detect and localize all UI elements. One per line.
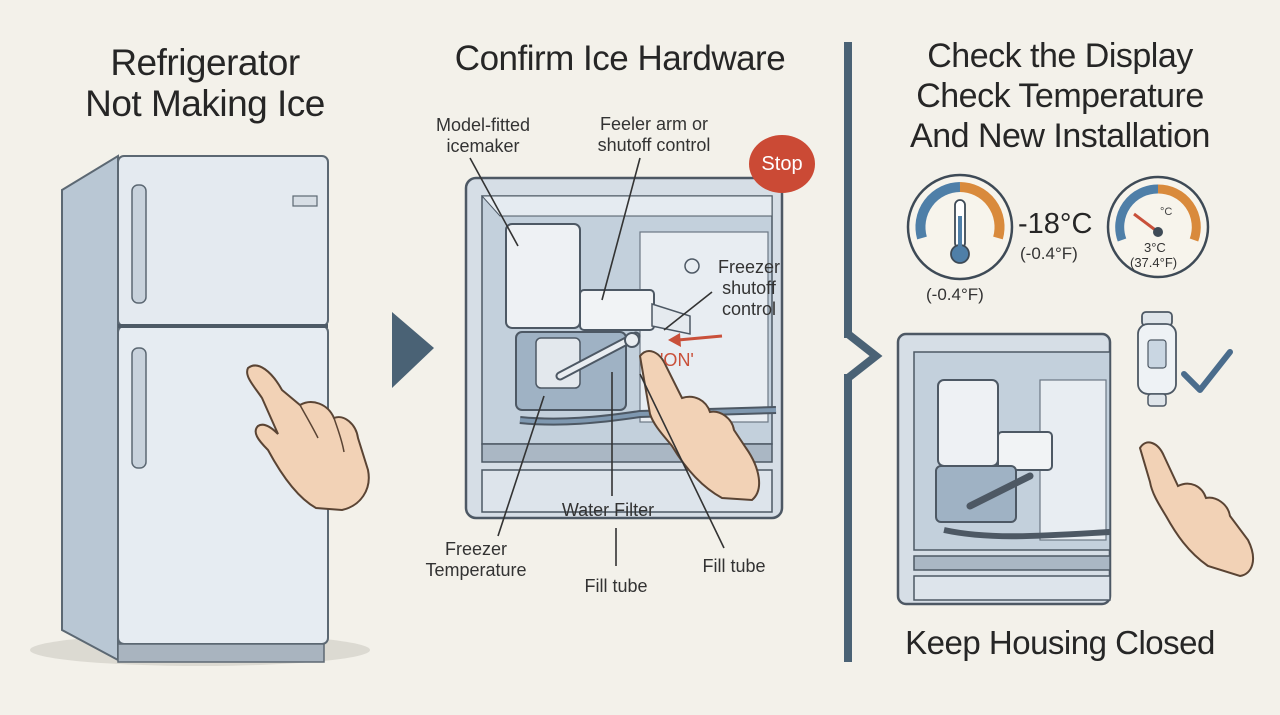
stop-badge: Stop — [749, 135, 815, 193]
dial-gauge — [1106, 175, 1210, 279]
thermometer-gauge — [906, 173, 1014, 281]
freezer-temp-fahrenheit: (-0.4°F) — [1020, 244, 1078, 263]
on-indicator-label: 'ON' — [660, 350, 694, 370]
panel3-title-line2: Check Temperature — [916, 77, 1204, 115]
footer-instruction: Keep Housing Closed — [905, 624, 1215, 661]
gauge2-temp-celsius: 3°C — [1144, 240, 1166, 255]
freezer-temp-celsius: -18°C — [1018, 208, 1093, 240]
panel3-title-line3: And New Installation — [910, 117, 1210, 155]
freezer-shutoff-line1: Freezer — [717, 257, 780, 277]
freezer-temperature-label: Freezer Temperature — [408, 539, 544, 581]
fridge-handle — [131, 347, 147, 469]
panel2-title: Confirm Ice Hardware — [454, 39, 786, 78]
feeler-arm-label: Feeler arm or shutoff control — [574, 114, 734, 156]
freezer-interior-illustration — [464, 157, 784, 566]
icemaker-label-line1: Model-fitted — [435, 115, 531, 135]
panel1-title-line2: Not Making Ice — [85, 83, 325, 124]
checkmark-icon — [1181, 349, 1233, 393]
fill-tube-label-1: Fill tube — [584, 576, 648, 596]
next-step-arrow — [392, 312, 434, 388]
gauge1-caption: (-0.4°F) — [926, 285, 984, 304]
refrigerator-illustration — [30, 154, 370, 666]
freezer-shutoff-line2: shutoff — [722, 278, 776, 298]
freezer-temp-line1: Freezer — [444, 539, 507, 559]
panel3-title-line1: Check the Display — [927, 37, 1193, 75]
icemaker-label-line2: icemaker — [446, 136, 520, 156]
feeler-label-line2: shutoff control — [597, 135, 711, 155]
feeler-label-line1: Feeler arm or — [599, 114, 709, 134]
gauge2-temp-fahrenheit: (37.4°F) — [1130, 255, 1178, 270]
freezer-temp-line2: Temperature — [425, 560, 527, 580]
panel1-title: Refrigerator Not Making Ice — [40, 42, 370, 124]
panel-divider — [844, 42, 883, 662]
panel1-title-line1: Refrigerator — [110, 42, 300, 83]
freezer-shutoff-label: Freezer shutoff control — [704, 257, 794, 320]
pointing-hand-icon — [1138, 441, 1255, 578]
freezer-handle — [131, 184, 147, 304]
freezer-closeup-illustration — [896, 332, 1112, 606]
panel3-title: Check the Display Check Temperature And … — [880, 36, 1240, 156]
water-filter-icon — [1137, 311, 1177, 407]
water-filter-label: Water Filter — [561, 500, 655, 520]
fill-tube-label-2: Fill tube — [702, 556, 766, 576]
freezer-shutoff-line3: control — [721, 299, 777, 319]
icemaker-unit — [505, 223, 581, 329]
gauge2-unit: °C — [1160, 206, 1173, 218]
icemaker-label: Model-fitted icemaker — [418, 115, 548, 157]
